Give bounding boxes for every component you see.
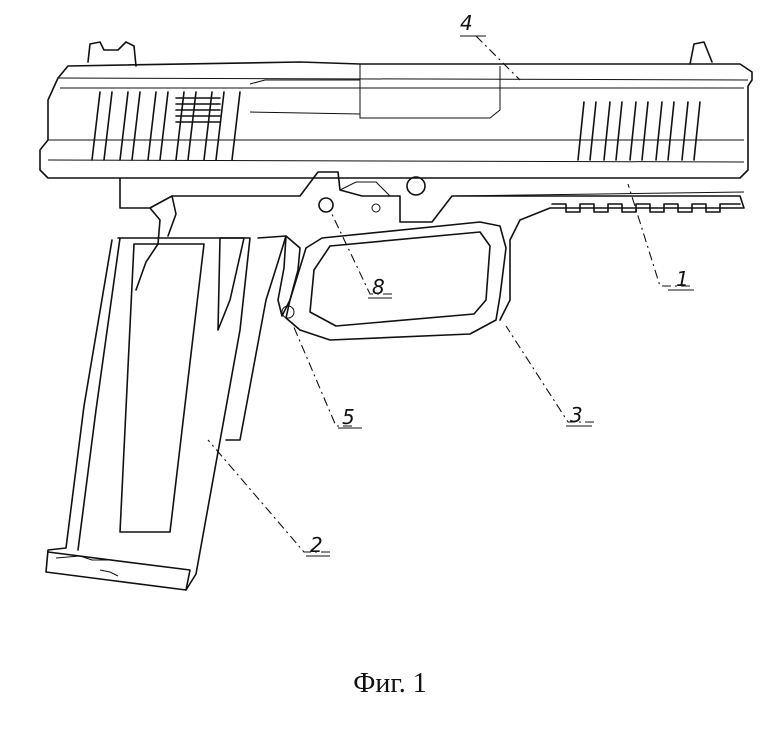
front-sight xyxy=(690,42,712,64)
rear-serrations xyxy=(92,92,240,160)
label-frame: 1 xyxy=(676,267,689,291)
grip xyxy=(136,196,294,440)
label-magazine: 2 xyxy=(310,533,323,557)
figure-caption: Фиг. 1 xyxy=(0,668,780,700)
upper-pin xyxy=(319,198,333,212)
label-pin-lower: 5 xyxy=(342,405,355,429)
label-pin-upper: 8 xyxy=(372,275,385,299)
label-slide: 4 xyxy=(460,11,473,35)
trigger-guard xyxy=(278,222,506,340)
label-trigger-guard: 3 xyxy=(570,403,583,427)
front-serrations xyxy=(578,102,700,160)
pistol-figure: 4 1 8 5 3 2 xyxy=(0,0,780,660)
rear-sight xyxy=(88,42,136,66)
slide-stop-pin xyxy=(407,177,425,195)
frame xyxy=(120,172,744,320)
slide xyxy=(40,42,752,178)
